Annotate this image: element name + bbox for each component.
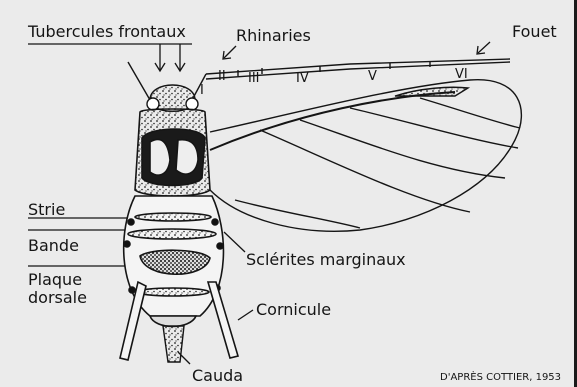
- antenna-segment-2: II: [218, 70, 226, 83]
- cauda: [163, 326, 184, 362]
- label-tubercules-frontaux: Tubercules frontaux: [28, 24, 186, 40]
- antenna-segment-5: V: [368, 70, 377, 83]
- label-rhinaries: Rhinaries: [236, 28, 311, 44]
- label-cornicule: Cornicule: [256, 302, 331, 318]
- label-fouet: Fouet: [512, 24, 557, 40]
- antenna-segment-4: IV: [296, 72, 309, 85]
- antenna-segment-6: VI: [455, 68, 468, 81]
- wing: [210, 80, 521, 232]
- antenna-segment-3: III: [248, 72, 260, 85]
- thorax: [135, 109, 210, 196]
- label-sclerites-marginaux: Sclérites marginaux: [246, 252, 406, 268]
- antenna-segment-1: I: [200, 84, 204, 97]
- label-strie: Strie: [28, 202, 65, 218]
- label-plaque-line2: dorsale: [28, 290, 87, 306]
- head: [147, 85, 198, 111]
- label-plaque-line1: Plaque: [28, 272, 82, 288]
- label-cauda: Cauda: [192, 368, 243, 384]
- label-bande: Bande: [28, 238, 79, 254]
- credit-text: D'APRÈS COTTIER, 1953: [440, 373, 561, 383]
